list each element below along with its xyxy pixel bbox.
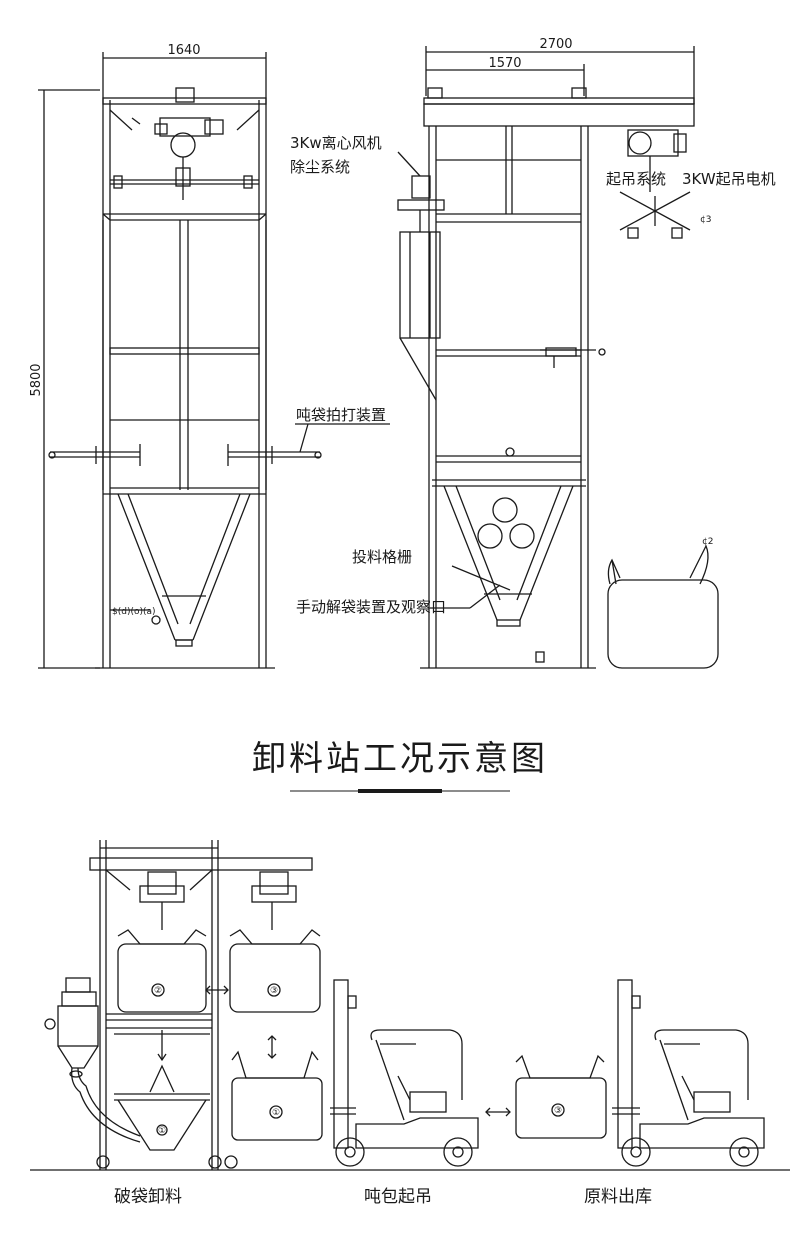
dim-height-5800: 5800	[29, 363, 44, 396]
small-text-1: $(d)(o)(a)	[112, 607, 156, 617]
caption-lifting: 吨包起吊	[364, 1187, 432, 1207]
bag-number-4: ①	[272, 1108, 280, 1118]
forklift-2	[612, 979, 765, 1167]
side-view: 2700 1570	[397, 37, 719, 669]
title-block: 卸料站工况示意图	[252, 739, 548, 793]
diagram-title: 卸料站工况示意图	[252, 739, 548, 779]
label-bag-beater: 吨袋拍打装置	[296, 406, 386, 424]
dim-width-2700: 2700	[539, 37, 572, 52]
label-dust: 除尘系统	[290, 158, 350, 176]
process-diagram: ② ③ ① ①	[30, 840, 790, 1171]
bag-number-2: ③	[270, 986, 278, 996]
label-manual-unpack: 手动解袋装置及观察口	[296, 598, 446, 616]
caption-unloading: 破袋卸料	[114, 1187, 182, 1207]
label-feed-grate: 投料格栅	[352, 548, 412, 566]
bag-number-1: ②	[154, 986, 162, 996]
label-hoist-system: 起吊系统	[606, 170, 666, 188]
dim-width-1570: 1570	[488, 56, 521, 71]
front-view: 1640 5800	[29, 43, 390, 669]
dim-width-1640: 1640	[167, 43, 200, 58]
small-text-3: ¢2	[702, 537, 713, 547]
caption-outbound: 原料出库	[584, 1187, 652, 1207]
forklift-1	[330, 979, 479, 1167]
label-hoist-motor: 3KW起吊电机	[682, 170, 776, 188]
bag-number-3: ①	[158, 1126, 166, 1136]
small-text-2: ¢3	[700, 215, 711, 225]
bag-number-5: ③	[554, 1106, 562, 1116]
label-fan: 3Kw离心风机	[290, 134, 382, 152]
